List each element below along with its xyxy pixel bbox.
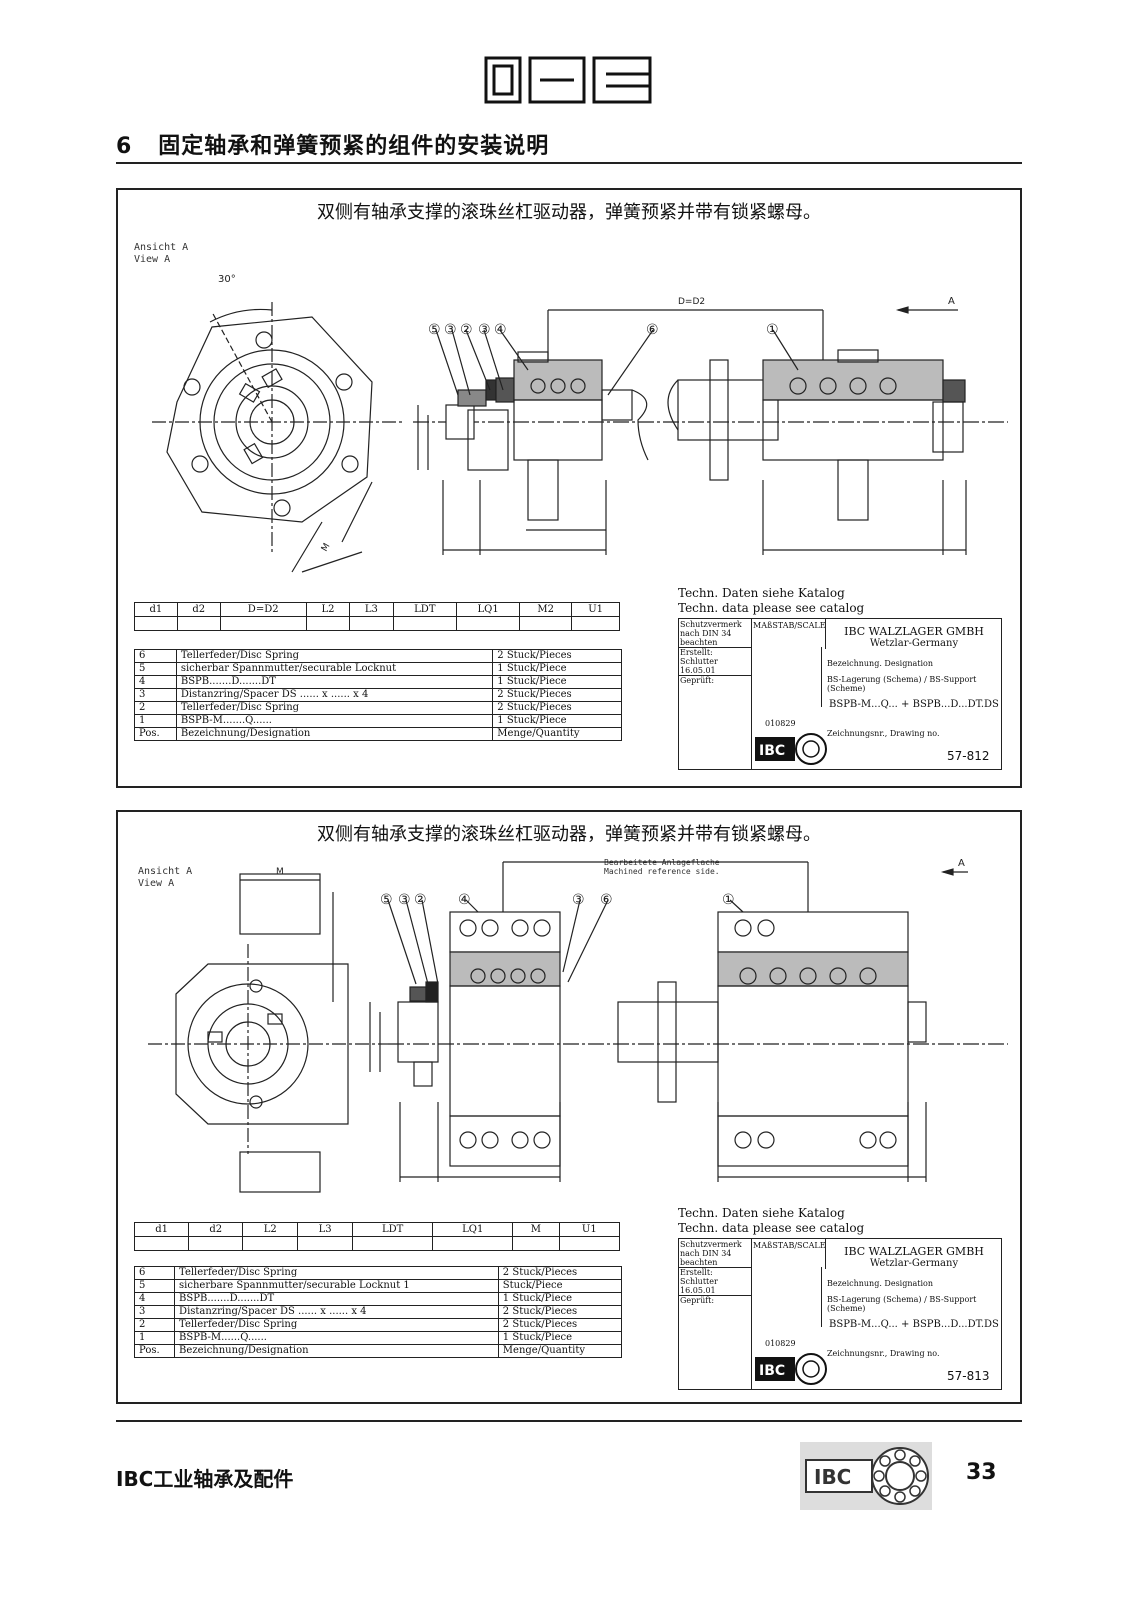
drawing-panel-1: 双侧有轴承支撑的滚珠丝杠驱动器，弹簧预紧并带有锁紧螺母。 Ansicht A V… — [116, 188, 1022, 788]
technical-drawing-1: 30° M D=D2 A — [152, 274, 1008, 573]
svg-text:⑤: ⑤ — [428, 322, 441, 338]
view-label: Ansicht A View A — [138, 866, 192, 890]
techn-note: Techn. Daten siehe Katalog Techn. data p… — [678, 1206, 865, 1235]
dim-D: D=D2 — [678, 297, 705, 307]
svg-text:⑥: ⑥ — [646, 322, 659, 338]
page-number: 33 — [966, 1460, 997, 1485]
footer-rule — [116, 1420, 1022, 1422]
view-label: Ansicht A View A — [134, 242, 188, 266]
view-label-de: Ansicht A — [138, 866, 193, 877]
svg-text:③: ③ — [478, 322, 491, 338]
section-title: 固定轴承和弹簧预紧的组件的安装说明 — [158, 134, 550, 159]
angle-label: 30° — [218, 274, 236, 285]
drawing-panel-2: 双侧有轴承支撑的滚珠丝杠驱动器，弹簧预紧并带有锁紧螺母。 Ansicht A V… — [116, 810, 1022, 1404]
svg-text:③: ③ — [444, 322, 457, 338]
svg-text:④: ④ — [458, 892, 471, 908]
technical-drawing-2: M A — [148, 858, 1008, 1193]
svg-text:M: M — [320, 542, 333, 554]
svg-text:M: M — [276, 867, 284, 877]
svg-text:IBC: IBC — [814, 1465, 851, 1489]
header-rule — [116, 162, 1022, 164]
dimension-table: d1 d2 L2 L3 LDT LQ1 M U1 — [133, 1222, 621, 1251]
end-view — [152, 302, 402, 573]
svg-text:①: ① — [766, 322, 779, 338]
techn-note: Techn. Daten siehe Katalog Techn. data p… — [678, 586, 865, 615]
ibc-bearing-logo: IBC — [755, 1353, 827, 1385]
panel-title: 双侧有轴承支撑的滚珠丝杠驱动器，弹簧预紧并带有锁紧螺母。 — [317, 202, 821, 223]
svg-text:①: ① — [722, 892, 735, 908]
svg-text:⑤: ⑤ — [380, 892, 393, 908]
svg-text:③: ③ — [572, 892, 585, 908]
ibc-logo — [484, 56, 652, 104]
section-heading: 6 固定轴承和弹簧预紧的组件的安装说明 — [116, 128, 549, 160]
view-label-en: View A — [134, 254, 171, 265]
svg-text:②: ② — [460, 322, 473, 338]
title-block: Schutzvermerk nach DIN 34 beachten MAßST… — [678, 1238, 1002, 1390]
svg-text:④: ④ — [494, 322, 507, 338]
view-label-de: Ansicht A — [134, 242, 189, 253]
ibc-bearing-logo: IBC — [755, 733, 827, 765]
svg-text:⑥: ⑥ — [600, 892, 613, 908]
dimension-table: d1 d2 D=D2 L2 L3 LDT LQ1 M2 U1 — [134, 602, 620, 631]
svg-text:②: ② — [414, 892, 427, 908]
end-view — [148, 944, 388, 1154]
svg-text:A: A — [958, 858, 965, 869]
footer-title: IBC工业轴承及配件 — [116, 1467, 294, 1491]
svg-text:IBC: IBC — [759, 743, 785, 759]
panel-title: 双侧有轴承支撑的滚珠丝杠驱动器，弹簧预紧并带有锁紧螺母。 — [317, 824, 821, 845]
svg-text:IBC: IBC — [759, 1363, 785, 1379]
view-label-en: View A — [138, 878, 175, 889]
footer-ibc-logo: IBC — [800, 1442, 932, 1510]
svg-text:A: A — [948, 296, 955, 307]
svg-text:③: ③ — [398, 892, 411, 908]
title-block: Schutzvermerk nach DIN 34 beachten MAßST… — [678, 618, 1002, 770]
section-number: 6 — [116, 134, 133, 159]
